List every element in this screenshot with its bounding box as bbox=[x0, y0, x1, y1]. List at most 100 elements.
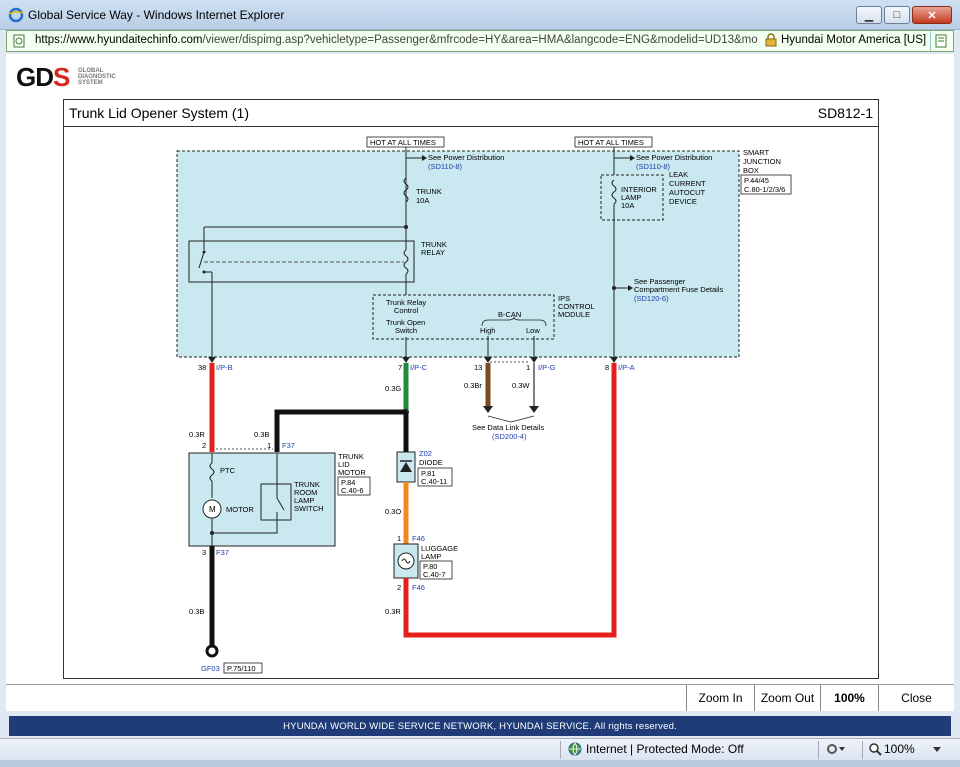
connector-f46-bot: F46 bbox=[412, 583, 425, 592]
z02-label: Z02 bbox=[419, 449, 432, 458]
copyright-footer: HYUNDAI WORLD WIDE SERVICE NETWORK, HYUN… bbox=[9, 716, 951, 736]
page-view-icon bbox=[935, 34, 947, 48]
connector-ip-c: I/P-C bbox=[410, 363, 428, 372]
see-power-1-ref: (SD110-8) bbox=[428, 162, 463, 171]
trunk-relay-label-1: TRUNK bbox=[421, 240, 447, 249]
trunk-relay-label-2: RELAY bbox=[421, 248, 445, 257]
maximize-button[interactable]: □ bbox=[884, 6, 910, 24]
zoom-in-button[interactable]: Zoom In bbox=[686, 685, 754, 711]
wire-label-03w: 0.3W bbox=[512, 381, 530, 390]
tlm-ref-2: C.40-6 bbox=[341, 486, 364, 495]
diagram-code: SD812-1 bbox=[817, 105, 873, 121]
wire-label-03g: 0.3G bbox=[385, 384, 401, 393]
luggage-ref-1: P.80 bbox=[423, 562, 437, 571]
connector-ip-b: I/P-B bbox=[216, 363, 233, 372]
leak-label-2: CURRENT bbox=[669, 179, 706, 188]
lock-icon bbox=[765, 33, 777, 47]
minimize-button[interactable]: ▁ bbox=[856, 6, 882, 24]
pin-3: 3 bbox=[202, 548, 206, 557]
window-title: Global Service Way - Windows Internet Ex… bbox=[28, 8, 285, 22]
address-bar[interactable]: https://www.hyundaitechinfo.com/viewer/d… bbox=[6, 30, 954, 52]
connector-f37-top: F37 bbox=[282, 441, 295, 450]
wire-label-03b-mid: 0.3B bbox=[254, 430, 269, 439]
ips-label-2: CONTROL bbox=[558, 302, 595, 311]
see-power-2-ref: (SD110-8) bbox=[636, 162, 671, 171]
motor-m: M bbox=[209, 505, 216, 514]
pin-2-motor: 2 bbox=[202, 441, 206, 450]
pin-1-lamp: 1 bbox=[397, 534, 401, 543]
window-titlebar: Global Service Way - Windows Internet Ex… bbox=[0, 0, 960, 30]
certificate-indicator[interactable]: Hyundai Motor America [US] bbox=[765, 33, 926, 47]
close-viewer-button[interactable]: Close bbox=[878, 685, 954, 711]
status-zoom[interactable]: 100% bbox=[868, 742, 943, 756]
wire-label-03r-bot: 0.3R bbox=[385, 607, 401, 616]
pin-1-motor: 1 bbox=[267, 441, 271, 450]
addons-button[interactable] bbox=[826, 742, 846, 759]
connector-ip-a: I/P-A bbox=[618, 363, 635, 372]
ips-label-3: MODULE bbox=[558, 310, 590, 319]
compatibility-view-button[interactable] bbox=[930, 31, 951, 51]
maximize-icon: □ bbox=[893, 9, 901, 21]
leak-label-1: LEAK bbox=[669, 170, 688, 179]
zoom-level: 100% bbox=[820, 685, 878, 711]
trs-label-4: SWITCH bbox=[294, 504, 324, 513]
trunk-open-switch-1: Trunk Open bbox=[386, 318, 425, 327]
luggage-label-1: LUGGAGE bbox=[421, 544, 458, 553]
trs-label-1: TRUNK bbox=[294, 480, 320, 489]
see-data-link-ref: (SD200-4) bbox=[492, 432, 527, 441]
motor-label: MOTOR bbox=[226, 505, 254, 514]
app-header: GDS GLOBAL DIAGNOSTIC SYSTEM bbox=[6, 54, 954, 97]
url-host: https://www.hyundaitechinfo.com bbox=[35, 34, 203, 46]
interior-lamp-label-3: 10A bbox=[621, 201, 634, 210]
gds-logo: GDS GLOBAL DIAGNOSTIC SYSTEM bbox=[16, 62, 116, 93]
trunk-room-lamp-switch bbox=[260, 483, 292, 521]
ips-control-module bbox=[372, 294, 555, 340]
luggage-label-2: LAMP bbox=[421, 552, 441, 561]
interior-lamp-label-2: LAMP bbox=[621, 193, 641, 202]
minimize-icon: ▁ bbox=[864, 9, 874, 22]
see-power-2: See Power Distribution bbox=[636, 153, 712, 162]
hot-label-2: HOT AT ALL TIMES bbox=[578, 138, 644, 147]
chevron-down-icon bbox=[932, 747, 941, 752]
close-window-button[interactable]: ✕ bbox=[912, 6, 952, 24]
connector-ip-g: I/P-G bbox=[538, 363, 556, 372]
security-zone-text: Internet | Protected Mode: Off bbox=[586, 742, 744, 756]
logo-d: D bbox=[35, 62, 54, 92]
wire-black-top bbox=[274, 409, 406, 452]
sjb-label-3: BOX bbox=[743, 166, 759, 175]
see-passenger-2: Compartment Fuse Details bbox=[634, 285, 723, 294]
diode-ref-2: C.40-11 bbox=[421, 477, 447, 486]
tlm-label-2: LID bbox=[338, 460, 350, 469]
sjb-ref-1: P.44/45 bbox=[744, 176, 769, 185]
trunk-open-switch-2: Switch bbox=[395, 326, 417, 335]
wire-label-03r-left: 0.3R bbox=[189, 430, 205, 439]
connector-f37-bot: F37 bbox=[216, 548, 229, 557]
trunk-relay-control-2: Control bbox=[394, 306, 419, 315]
ie-logo-icon bbox=[8, 7, 24, 23]
bcan-high: High bbox=[480, 326, 495, 335]
trs-label-2: ROOM bbox=[294, 488, 317, 497]
gear-icon bbox=[827, 744, 845, 754]
close-icon: ✕ bbox=[927, 9, 937, 22]
zoom-out-label: Zoom Out bbox=[760, 691, 815, 705]
trunk-relay-control-1: Trunk Relay bbox=[386, 298, 426, 307]
interior-lamp-label-1: INTERIOR bbox=[621, 185, 657, 194]
tlm-label-1: TRUNK bbox=[338, 452, 364, 461]
url-text[interactable]: https://www.hyundaitechinfo.com/viewer/d… bbox=[35, 34, 760, 46]
logo-s: S bbox=[53, 62, 70, 92]
gf03-ref: P.75/110 bbox=[227, 664, 256, 673]
gf03-label: GF03 bbox=[201, 664, 220, 673]
security-zone[interactable]: Internet | Protected Mode: Off bbox=[568, 742, 744, 756]
see-power-1: See Power Distribution bbox=[428, 153, 504, 162]
zoom-out-button[interactable]: Zoom Out bbox=[754, 685, 820, 711]
see-passenger-ref: (SD120-6) bbox=[634, 294, 669, 303]
pin-8: 8 bbox=[605, 363, 609, 372]
trunk-fuse-label: TRUNK bbox=[416, 187, 442, 196]
wire-label-03br: 0.3Br bbox=[464, 381, 482, 390]
ptc-label: PTC bbox=[220, 466, 236, 475]
status-bar: Internet | Protected Mode: Off 100% bbox=[0, 738, 960, 761]
wire-red-right bbox=[403, 363, 617, 638]
bcan-label: B-CAN bbox=[498, 310, 521, 319]
pin-38: 38 bbox=[198, 363, 206, 372]
wire-label-03b-bot: 0.3B bbox=[189, 607, 204, 616]
